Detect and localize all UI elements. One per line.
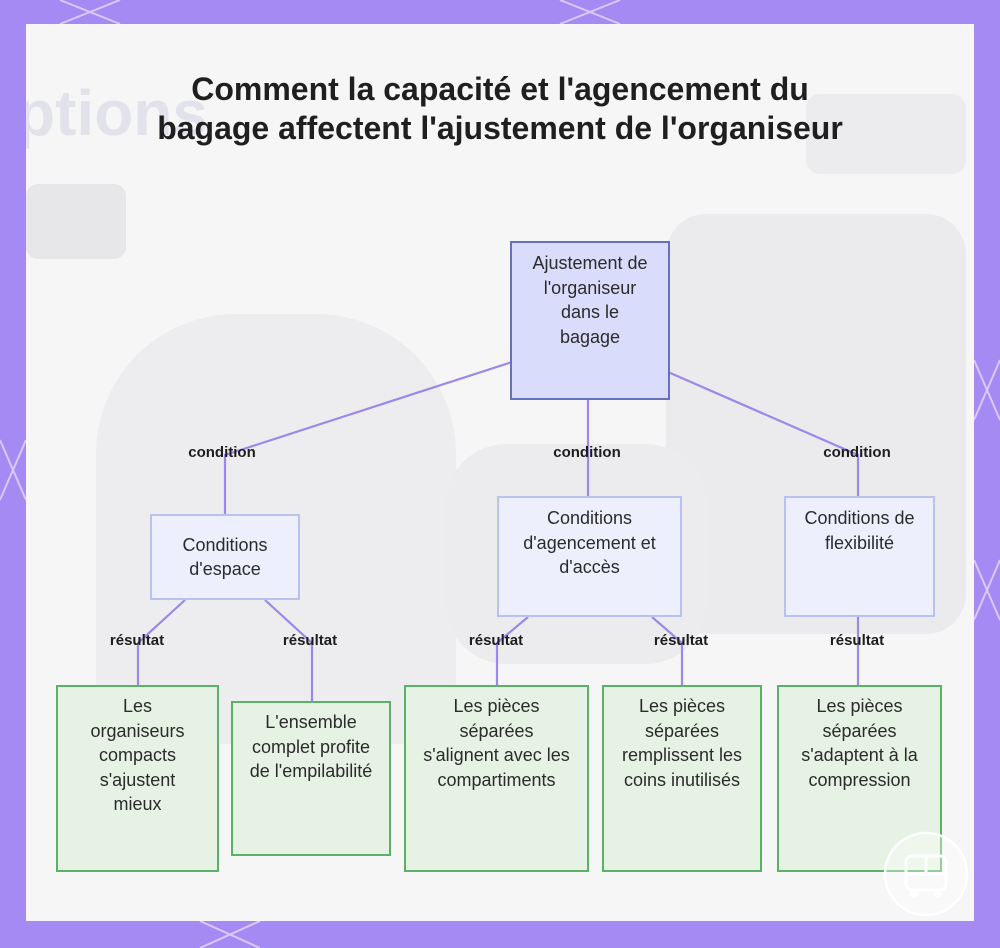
result-node-label: Les pièces séparées s'alignent avec les … <box>406 694 587 792</box>
edge-label-condition: condition <box>823 444 891 461</box>
root-node-label: Ajustement de l'organiseur dans le bagag… <box>512 251 668 349</box>
result-node-label: Les pièces séparées s'adaptent à la comp… <box>779 694 940 792</box>
condition-node-flexibility: Conditions de flexibilité <box>784 496 935 617</box>
bus-icon <box>882 830 970 918</box>
edge-label-condition: condition <box>188 444 256 461</box>
edge-label-result: résultat <box>283 632 337 649</box>
result-node-compartments: Les pièces séparées s'alignent avec les … <box>404 685 589 872</box>
edge-root-cond3 <box>668 372 858 496</box>
edge-root-cond1 <box>225 362 512 514</box>
edge-cond2-res3 <box>497 617 528 685</box>
edge-cond1-res2 <box>265 600 312 701</box>
condition-node-layout: Conditions d'agencement et d'accès <box>497 496 682 617</box>
edge-label-result: résultat <box>110 632 164 649</box>
result-node-stackable: L'ensemble complet profite de l'empilabi… <box>231 701 391 856</box>
result-node-label: Les organiseurs compacts s'ajustent mieu… <box>58 694 217 817</box>
result-node-label: L'ensemble complet profite de l'empilabi… <box>233 710 389 784</box>
condition-node-label: Conditions d'espace <box>152 533 298 582</box>
condition-node-label: Conditions de flexibilité <box>786 506 933 555</box>
edge-label-result: résultat <box>469 632 523 649</box>
edge-label-result: résultat <box>830 632 884 649</box>
result-node-label: Les pièces séparées remplissent les coin… <box>604 694 760 792</box>
edge-cond2-res4 <box>652 617 682 685</box>
condition-node-space: Conditions d'espace <box>150 514 300 600</box>
root-node: Ajustement de l'organiseur dans le bagag… <box>510 241 670 400</box>
result-node-compact: Les organiseurs compacts s'ajustent mieu… <box>56 685 219 872</box>
condition-node-label: Conditions d'agencement et d'accès <box>499 506 680 580</box>
result-node-corners: Les pièces séparées remplissent les coin… <box>602 685 762 872</box>
edge-label-result: résultat <box>654 632 708 649</box>
edge-label-condition: condition <box>553 444 621 461</box>
